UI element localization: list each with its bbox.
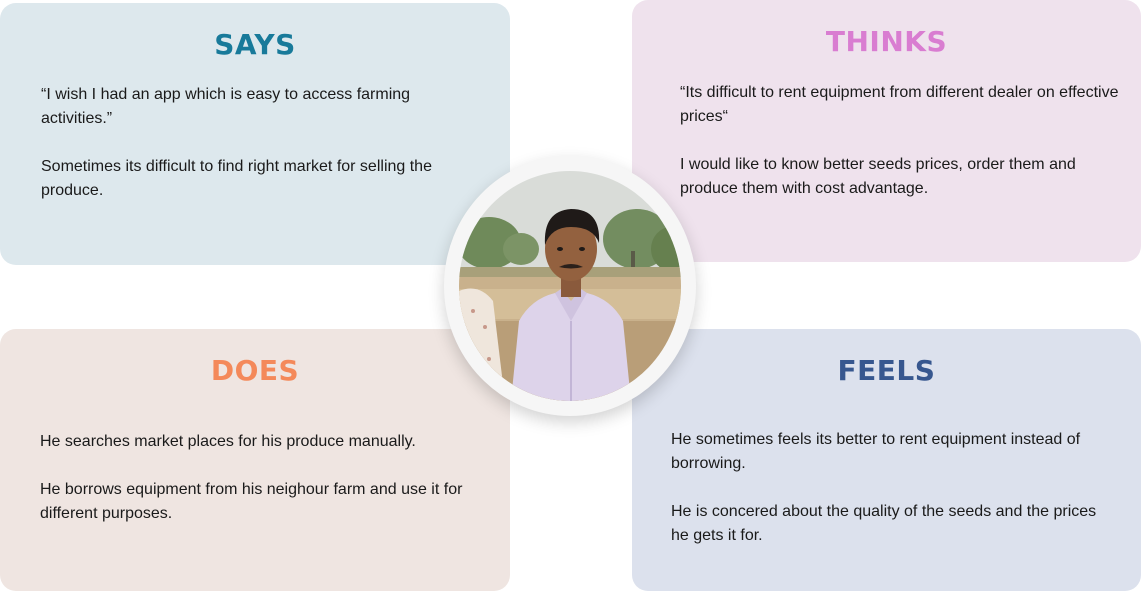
says-statement: Sometimes its difficult to find right ma…: [41, 158, 432, 199]
farmer-portrait-illustration: [459, 171, 681, 401]
feels-statement-2: He is concered about the quality of the …: [671, 503, 1097, 544]
says-quadrant: SAYS “I wish I had an app which is easy …: [0, 3, 510, 265]
says-title: SAYS: [214, 28, 296, 61]
does-title: DOES: [210, 354, 300, 387]
thinks-quadrant: THINKS “Its difficult to rent equipment …: [632, 0, 1141, 262]
says-quote: “I wish I had an app which is easy to ac…: [41, 86, 411, 127]
does-statement-1: He searches market places for his produc…: [40, 433, 416, 450]
farmer-portrait-photo: [459, 171, 681, 401]
feels-title: FEELS: [837, 354, 936, 387]
does-statement-2: He borrows equipment from his neighour f…: [40, 481, 463, 522]
thinks-title: THINKS: [825, 25, 948, 58]
thinks-statement: I would like to know better seeds prices…: [680, 156, 1076, 197]
feels-statement-1: He sometimes feels its better to rent eq…: [671, 431, 1081, 472]
persona-avatar-frame: [444, 156, 696, 416]
thinks-quote: “Its difficult to rent equipment from di…: [680, 84, 1119, 125]
feels-quadrant: FEELS He sometimes feels its better to r…: [632, 329, 1141, 591]
does-quadrant: DOES He searches market places for his p…: [0, 329, 510, 591]
